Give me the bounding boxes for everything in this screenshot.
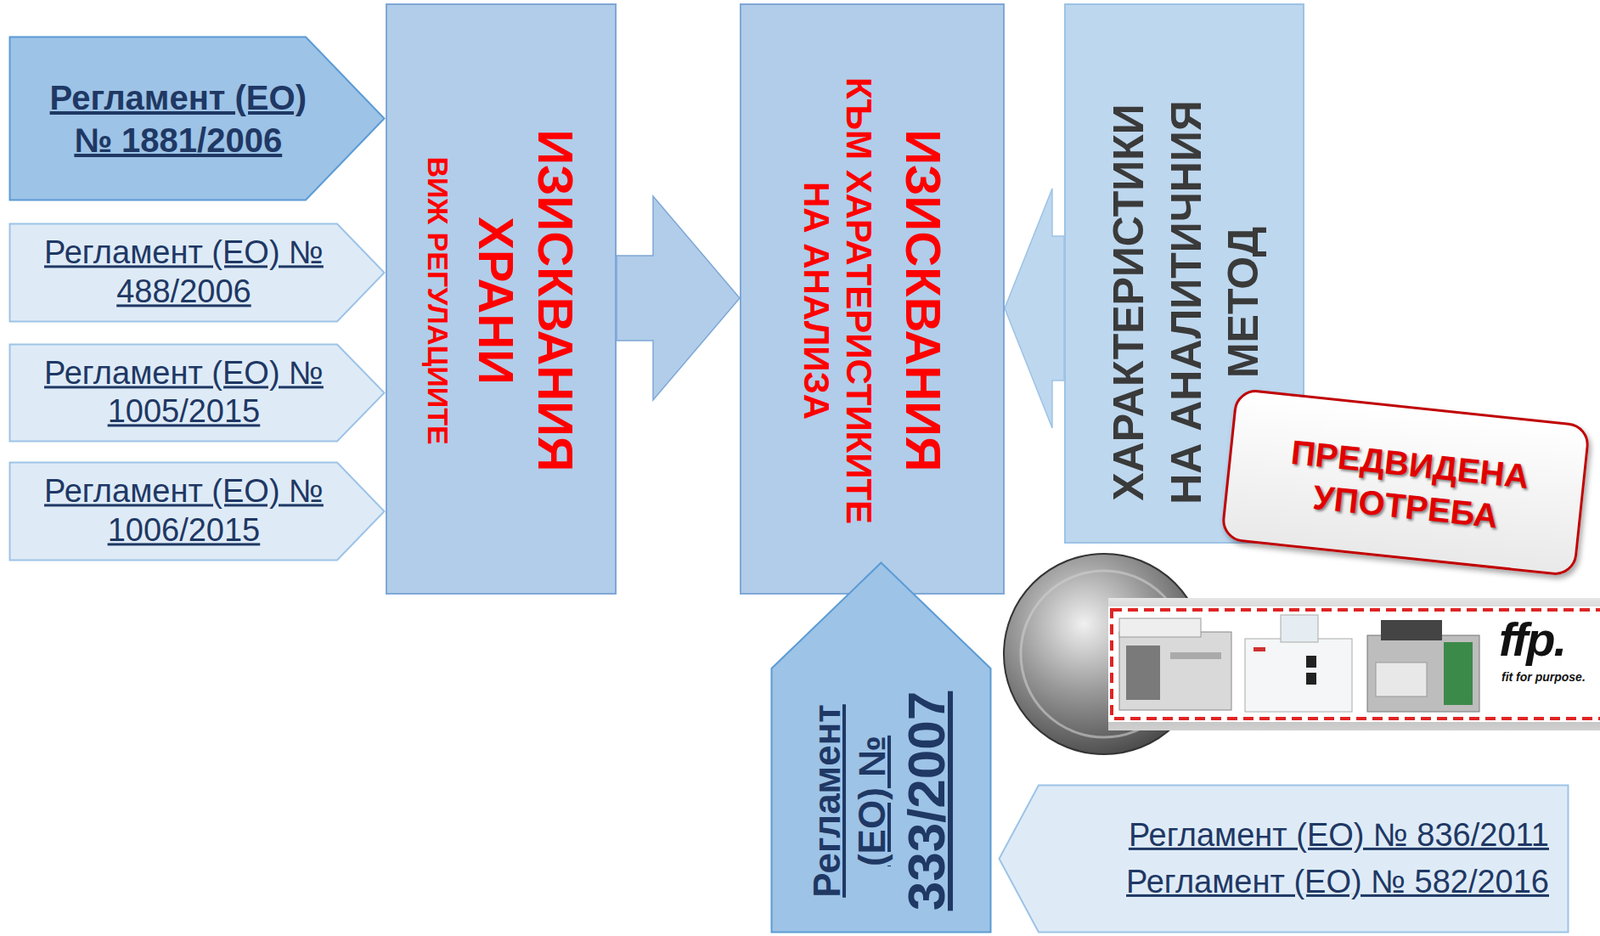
node-outline bbox=[10, 462, 385, 561]
node-text: КЪМ ХАРАТЕРИСТИКИТЕ НА АНАЛИЗА bbox=[794, 73, 881, 529]
instrument-top bbox=[1380, 619, 1443, 641]
text-group: ИЗИСКВАНИЯКЪМ ХАРАТЕРИСТИКИТЕ НА АНАЛИЗА bbox=[794, 73, 953, 529]
block-arrow bbox=[616, 196, 740, 400]
node-text: ИЗИСКВАНИЯ bbox=[894, 125, 954, 476]
requirements-box: ИЗИСКВАНИЯ ХРАНИ ВИЖ РЕГУЛАЦИИТЕ bbox=[385, 3, 617, 595]
regulation-arrow: Регламент (ЕО) № 1006/2015 bbox=[8, 461, 386, 562]
node-text: 333/2007 bbox=[894, 687, 958, 915]
instrument-door bbox=[1375, 662, 1427, 697]
dashed-frame bbox=[1111, 609, 1600, 719]
wrench-handle bbox=[1108, 597, 1600, 731]
text-group: Регламент (ЕО) № 1006/2015 bbox=[40, 472, 327, 550]
node-text: Регламент (ЕО) № 1881/2006 bbox=[45, 76, 310, 162]
block-arrow bbox=[1004, 188, 1065, 429]
regulation-arrow: Регламент (ЕО) № 836/2011Регламент (ЕО) … bbox=[997, 783, 1570, 934]
instrument-body bbox=[1119, 631, 1232, 710]
node-text: Регламент (ЕО) № 1006/2015 bbox=[40, 472, 327, 550]
text-group: ИЗИСКВАНИЯ ХРАНИ ВИЖ РЕГУЛАЦИИТЕ bbox=[420, 125, 586, 476]
regulation-arrow: Регламент (ЕО) № 1005/2015 bbox=[8, 343, 386, 443]
regulation-arrow: Регламент (ЕО) №333/2007 bbox=[770, 561, 992, 934]
node-shape bbox=[8, 35, 386, 202]
text-group: Регламент (ЕО) № 1005/2015 bbox=[40, 354, 327, 432]
instrument-panel bbox=[1443, 642, 1473, 705]
text-group: Регламент (ЕО) № 836/2011Регламент (ЕО) … bbox=[1119, 811, 1550, 906]
node-outline bbox=[10, 224, 385, 322]
instrument-body bbox=[1367, 635, 1480, 712]
node-text: Регламент (ЕО) № 1005/2015 bbox=[40, 354, 327, 432]
logo-text: fit for purpose. bbox=[1501, 670, 1586, 684]
instrument-slot bbox=[1170, 652, 1222, 660]
node-text: Регламент (ЕО) № 488/2006 bbox=[40, 233, 327, 311]
instrument-mark bbox=[1253, 647, 1266, 652]
wrench bbox=[1003, 553, 1600, 755]
text-group: Регламент (ЕО) № 488/2006 bbox=[40, 233, 327, 311]
node-shape bbox=[997, 783, 1570, 934]
instrument-window bbox=[1306, 672, 1317, 685]
node-outline bbox=[10, 37, 385, 201]
node-text: Регламент (ЕО) № 582/2016 bbox=[1119, 858, 1550, 906]
photo-band bbox=[1108, 606, 1600, 722]
instrument-window bbox=[1306, 655, 1317, 668]
instrument-top bbox=[1119, 618, 1201, 637]
node-outline bbox=[999, 785, 1569, 933]
node-outline bbox=[771, 563, 992, 933]
node-text: Регламент (ЕО) № 836/2011 bbox=[1121, 811, 1550, 859]
instrument-photos bbox=[1119, 614, 1480, 712]
intended-use-callout: ПРЕДВИДЕНА УПОТРЕБА bbox=[1220, 388, 1592, 578]
logo-text: ffp. bbox=[1498, 613, 1566, 666]
node-text: Регламент (ЕО) № bbox=[805, 700, 896, 902]
regulation-arrow: Регламент (ЕО) № 488/2006 bbox=[8, 222, 386, 323]
instrument-body bbox=[1245, 638, 1353, 712]
instrument-tower bbox=[1280, 614, 1319, 643]
node-outline bbox=[10, 344, 385, 442]
requirements-box: ИЗИСКВАНИЯКЪМ ХАРАТЕРИСТИКИТЕ НА АНАЛИЗА bbox=[739, 3, 1005, 595]
text-group: Регламент (ЕО) №333/2007 bbox=[805, 687, 958, 915]
regulation-arrow: Регламент (ЕО) № 1881/2006 bbox=[8, 35, 386, 202]
text-group: ПРЕДВИДЕНА УПОТРЕБА bbox=[1280, 429, 1535, 541]
node-text: ПРЕДВИДЕНА УПОТРЕБА bbox=[1280, 429, 1535, 541]
node-text: ИЗИСКВАНИЯ ХРАНИ bbox=[467, 125, 586, 476]
node-text: ВИЖ РЕГУЛАЦИИТЕ bbox=[420, 152, 456, 449]
text-group: Регламент (ЕО) № 1881/2006 bbox=[45, 76, 310, 162]
instrument-panel bbox=[1126, 645, 1161, 700]
